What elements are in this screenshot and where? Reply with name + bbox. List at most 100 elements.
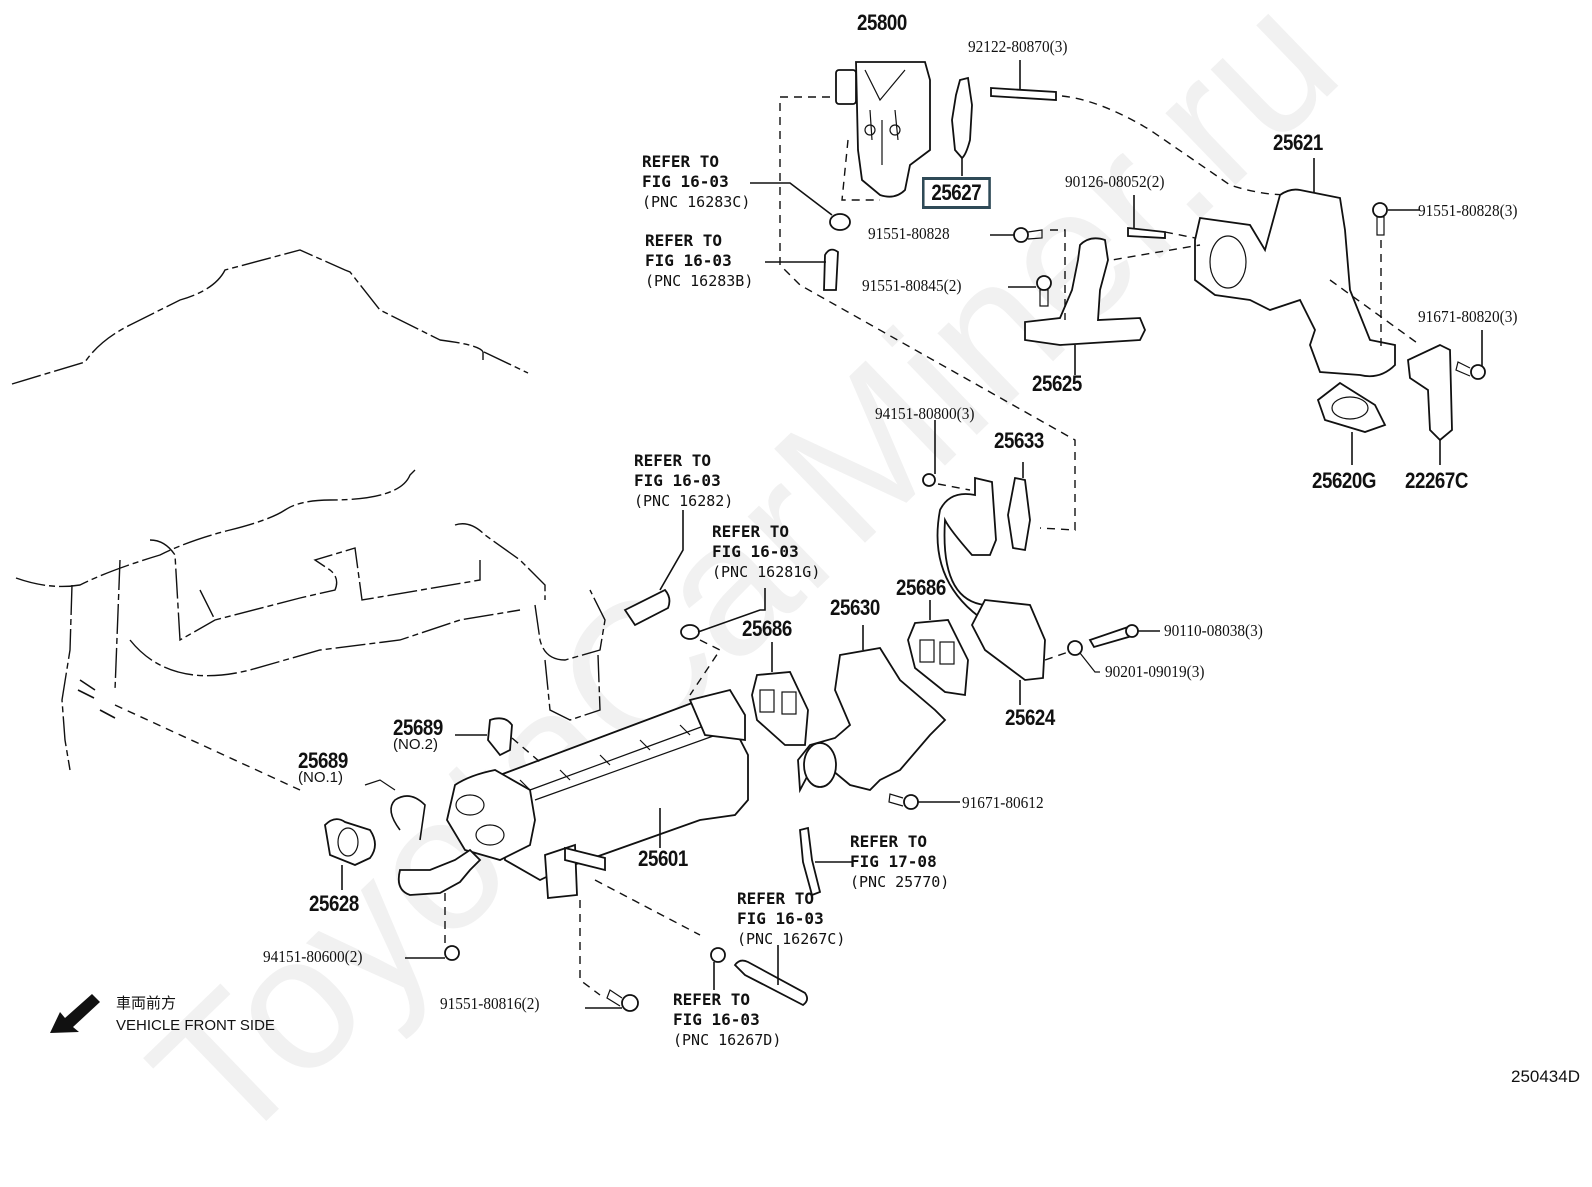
ref-line2: FIG 16-03 bbox=[737, 909, 824, 928]
engine-outline bbox=[11, 249, 606, 771]
ref-line3: (PNC 16267C) bbox=[737, 930, 846, 948]
ref-line3: (PNC 16267D) bbox=[673, 1031, 782, 1049]
ref-line2: FIG 16-03 bbox=[673, 1010, 760, 1029]
front-japanese: 車両前方 bbox=[116, 995, 177, 1012]
part-label-90126-08052[interactable]: 90126-08052(2) bbox=[1065, 172, 1165, 191]
gasket-25627 bbox=[951, 76, 973, 176]
gasket-25686-right bbox=[907, 600, 969, 697]
ref-line1: REFER TO bbox=[673, 990, 751, 1009]
ref-line1: REFER TO bbox=[634, 451, 712, 470]
part-note: (NO.2) bbox=[393, 736, 438, 753]
part-label-25627-highlighted[interactable]: 25627 bbox=[922, 177, 991, 209]
ref-line3: (PNC 16281G) bbox=[712, 563, 821, 581]
nut-94151-80600 bbox=[405, 945, 460, 961]
hose-16267D bbox=[733, 945, 808, 1007]
egr-valve-25630 bbox=[797, 625, 947, 794]
vehicle-front-arrow-icon bbox=[50, 994, 100, 1033]
reference-pnc-16283B[interactable]: REFER TO FIG 16-03 (PNC 16283B) bbox=[645, 231, 753, 291]
gasket-25620G bbox=[1316, 381, 1387, 465]
bolt-91551-80828 bbox=[990, 227, 1043, 243]
part-label-25630[interactable]: 25630 bbox=[830, 595, 880, 620]
ref-line2: FIG 16-03 bbox=[645, 251, 732, 270]
clamp-25689-no2 bbox=[455, 717, 541, 763]
part-label-25624[interactable]: 25624 bbox=[1005, 705, 1055, 730]
bracket-22267C bbox=[1407, 344, 1453, 465]
bolt-90110-08038 bbox=[1088, 624, 1160, 649]
part-label-94151-80800[interactable]: 94151-80800(3) bbox=[875, 404, 975, 423]
bolt-91551-80845 bbox=[1008, 275, 1052, 307]
egr-pipe-25621 bbox=[1099, 158, 1421, 378]
part-label-25689-no1[interactable]: 25689 (NO.1) bbox=[298, 748, 357, 786]
bolt-91671-80820 bbox=[1455, 330, 1486, 380]
part-label-91551-80816[interactable]: 91551-80816(2) bbox=[440, 994, 540, 1013]
reference-pnc-16281G[interactable]: REFER TO FIG 16-03 (PNC 16281G) bbox=[712, 522, 820, 582]
ref-line2: FIG 16-03 bbox=[634, 471, 721, 490]
egr-cooler-25601 bbox=[446, 688, 749, 899]
part-label-25621[interactable]: 25621 bbox=[1273, 130, 1323, 155]
bolt-91671-80612 bbox=[888, 793, 960, 810]
bracket-25625 bbox=[1024, 229, 1146, 375]
part-label-91551-80828[interactable]: 91551-80828 bbox=[868, 224, 950, 243]
part-note: (NO.1) bbox=[298, 769, 343, 786]
ref-line1: REFER TO bbox=[737, 889, 815, 908]
vacuum-hose-25770 bbox=[799, 826, 852, 897]
ref-line1: REFER TO bbox=[645, 231, 723, 250]
part-label-91551-80828x3[interactable]: 91551-80828(3) bbox=[1418, 201, 1518, 220]
part-label-22267C[interactable]: 22267C bbox=[1405, 468, 1468, 493]
gasket-25628 bbox=[114, 704, 376, 890]
reference-pnc-16283C[interactable]: REFER TO FIG 16-03 (PNC 16283C) bbox=[642, 152, 750, 212]
pipe-outlet bbox=[397, 848, 482, 945]
clamp-25689-no1 bbox=[364, 779, 426, 841]
part-label-25633[interactable]: 25633 bbox=[994, 428, 1044, 453]
part-label-25800[interactable]: 25800 bbox=[857, 10, 907, 35]
ref-line1: REFER TO bbox=[712, 522, 790, 541]
clamp-16283C bbox=[750, 182, 851, 231]
part-label-25620G[interactable]: 25620G bbox=[1312, 468, 1377, 493]
ref-line1: REFER TO bbox=[642, 152, 720, 171]
part-number: 25689 bbox=[298, 748, 348, 773]
bolt-91551-80816 bbox=[579, 879, 701, 1012]
egr-pipe-25633 bbox=[922, 420, 1041, 651]
front-english: VEHICLE FRONT SIDE bbox=[116, 1017, 275, 1034]
hose-16283B bbox=[765, 248, 839, 291]
part-label-25686-right[interactable]: 25686 bbox=[896, 575, 946, 600]
flange-25624 bbox=[970, 599, 1081, 705]
egr-valve-25800 bbox=[779, 61, 1076, 531]
vehicle-front-legend: 車両前方 VEHICLE FRONT SIDE bbox=[116, 993, 275, 1037]
part-number: 25689 bbox=[393, 715, 443, 740]
ref-line2: FIG 17-08 bbox=[850, 852, 937, 871]
ref-line3: (PNC 25770) bbox=[850, 873, 950, 891]
reference-pnc-16267C[interactable]: REFER TO FIG 16-03 (PNC 16267C) bbox=[737, 889, 845, 949]
clamp-16267C bbox=[710, 947, 726, 990]
ref-line3: (PNC 16283C) bbox=[642, 193, 751, 211]
exploded-parts-drawing bbox=[11, 60, 1486, 1033]
ref-line3: (PNC 16282) bbox=[634, 492, 734, 510]
ref-line2: FIG 16-03 bbox=[712, 542, 799, 561]
gasket-25686-left bbox=[751, 642, 809, 746]
reference-pnc-25770[interactable]: REFER TO FIG 17-08 (PNC 25770) bbox=[850, 832, 949, 892]
part-label-25686-left[interactable]: 25686 bbox=[742, 616, 792, 641]
ref-line2: FIG 16-03 bbox=[642, 172, 729, 191]
washer-90201-09019 bbox=[1067, 640, 1100, 673]
part-label-91671-80612[interactable]: 91671-80612 bbox=[962, 793, 1044, 812]
part-label-25628[interactable]: 25628 bbox=[309, 891, 359, 916]
part-label-25601[interactable]: 25601 bbox=[638, 846, 688, 871]
part-label-91551-80845[interactable]: 91551-80845(2) bbox=[862, 276, 962, 295]
part-label-92122-80870[interactable]: 92122-80870(3) bbox=[968, 37, 1068, 56]
part-label-90201-09019[interactable]: 90201-09019(3) bbox=[1105, 662, 1205, 681]
ref-line3: (PNC 16283B) bbox=[645, 272, 754, 290]
ref-line1: REFER TO bbox=[850, 832, 928, 851]
part-label-90110-08038[interactable]: 90110-08038(3) bbox=[1164, 621, 1263, 640]
hose-16282 bbox=[623, 510, 684, 627]
reference-pnc-16267D[interactable]: REFER TO FIG 16-03 (PNC 16267D) bbox=[673, 990, 781, 1050]
reference-pnc-16282[interactable]: REFER TO FIG 16-03 (PNC 16282) bbox=[634, 451, 733, 511]
part-label-94151-80600[interactable]: 94151-80600(2) bbox=[263, 947, 363, 966]
part-label-25625[interactable]: 25625 bbox=[1032, 371, 1082, 396]
bolt-91551-80828x3 bbox=[1372, 202, 1420, 350]
stud-92122-80870 bbox=[990, 60, 1291, 196]
part-label-91671-80820[interactable]: 91671-80820(3) bbox=[1418, 307, 1518, 326]
part-label-25689-no2[interactable]: 25689 (NO.2) bbox=[393, 715, 452, 753]
figure-id: 250434D bbox=[1510, 1067, 1580, 1086]
clamp-16281G bbox=[680, 588, 766, 696]
stud-90126-08052 bbox=[1127, 195, 1166, 239]
